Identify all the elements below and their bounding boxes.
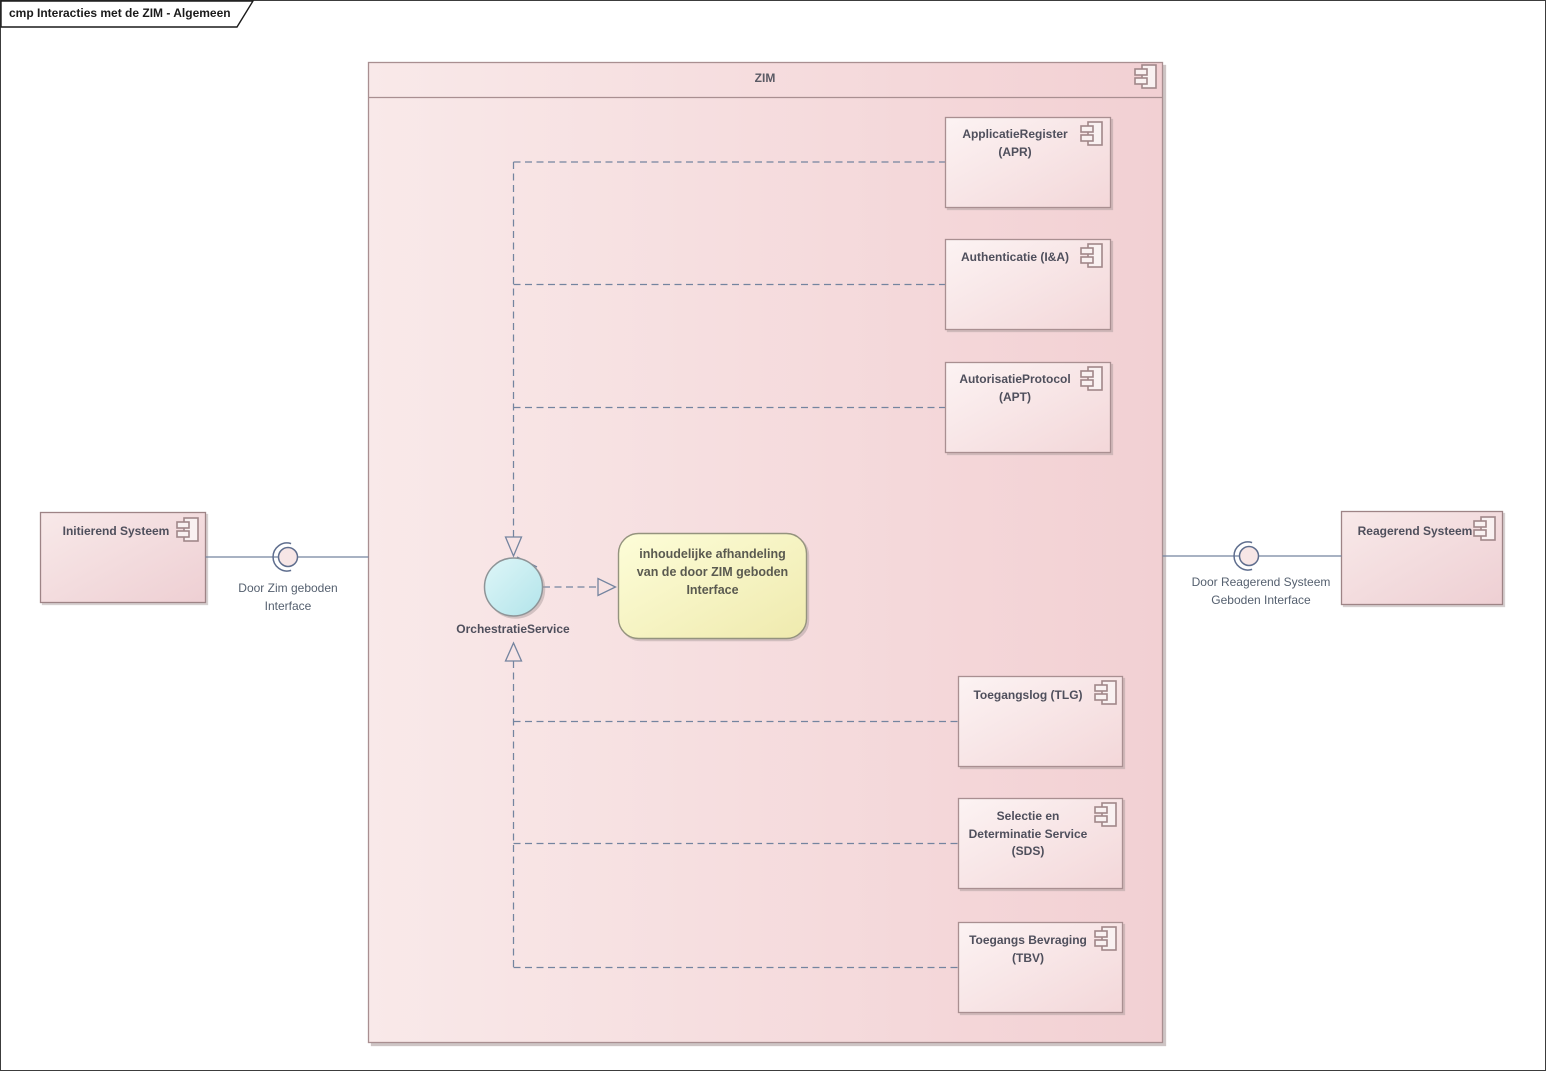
component-autorisatieprotocol[interactable] <box>944 361 1112 454</box>
realization-connectors <box>512 161 958 969</box>
arrowhead-up-icon <box>504 641 523 662</box>
interface-ball-orchestratieservice[interactable] <box>483 557 544 617</box>
arrowhead-right-icon <box>597 577 617 597</box>
frame-title-tab <box>0 0 255 28</box>
note-inhoudelijke-afhandeling[interactable] <box>617 532 808 640</box>
arrowhead-down-icon <box>504 536 523 558</box>
